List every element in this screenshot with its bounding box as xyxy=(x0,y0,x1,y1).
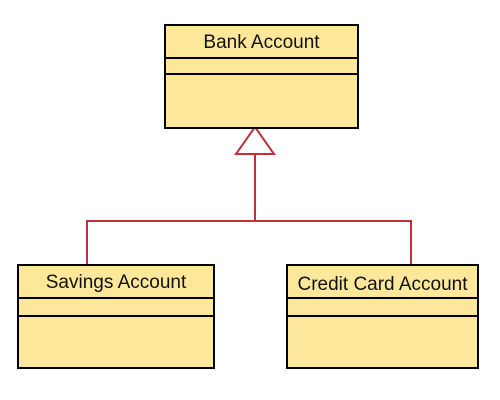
operations-divider xyxy=(19,315,213,317)
operations-divider xyxy=(288,315,477,317)
attributes-divider xyxy=(166,57,357,59)
class-bank-account[interactable]: Bank Account xyxy=(164,24,359,129)
class-savings-account[interactable]: Savings Account xyxy=(17,264,215,369)
attributes-divider xyxy=(19,297,213,299)
class-name-savings-account: Savings Account xyxy=(45,272,187,293)
operations-divider xyxy=(166,73,357,75)
class-credit-card-account[interactable]: Credit Card Account xyxy=(286,264,479,369)
attributes-divider xyxy=(288,297,477,299)
generalization-arrowhead xyxy=(234,125,276,155)
class-name-bank-account: Bank Account xyxy=(203,32,320,53)
class-name-credit-card-account: Credit Card Account xyxy=(297,274,468,295)
